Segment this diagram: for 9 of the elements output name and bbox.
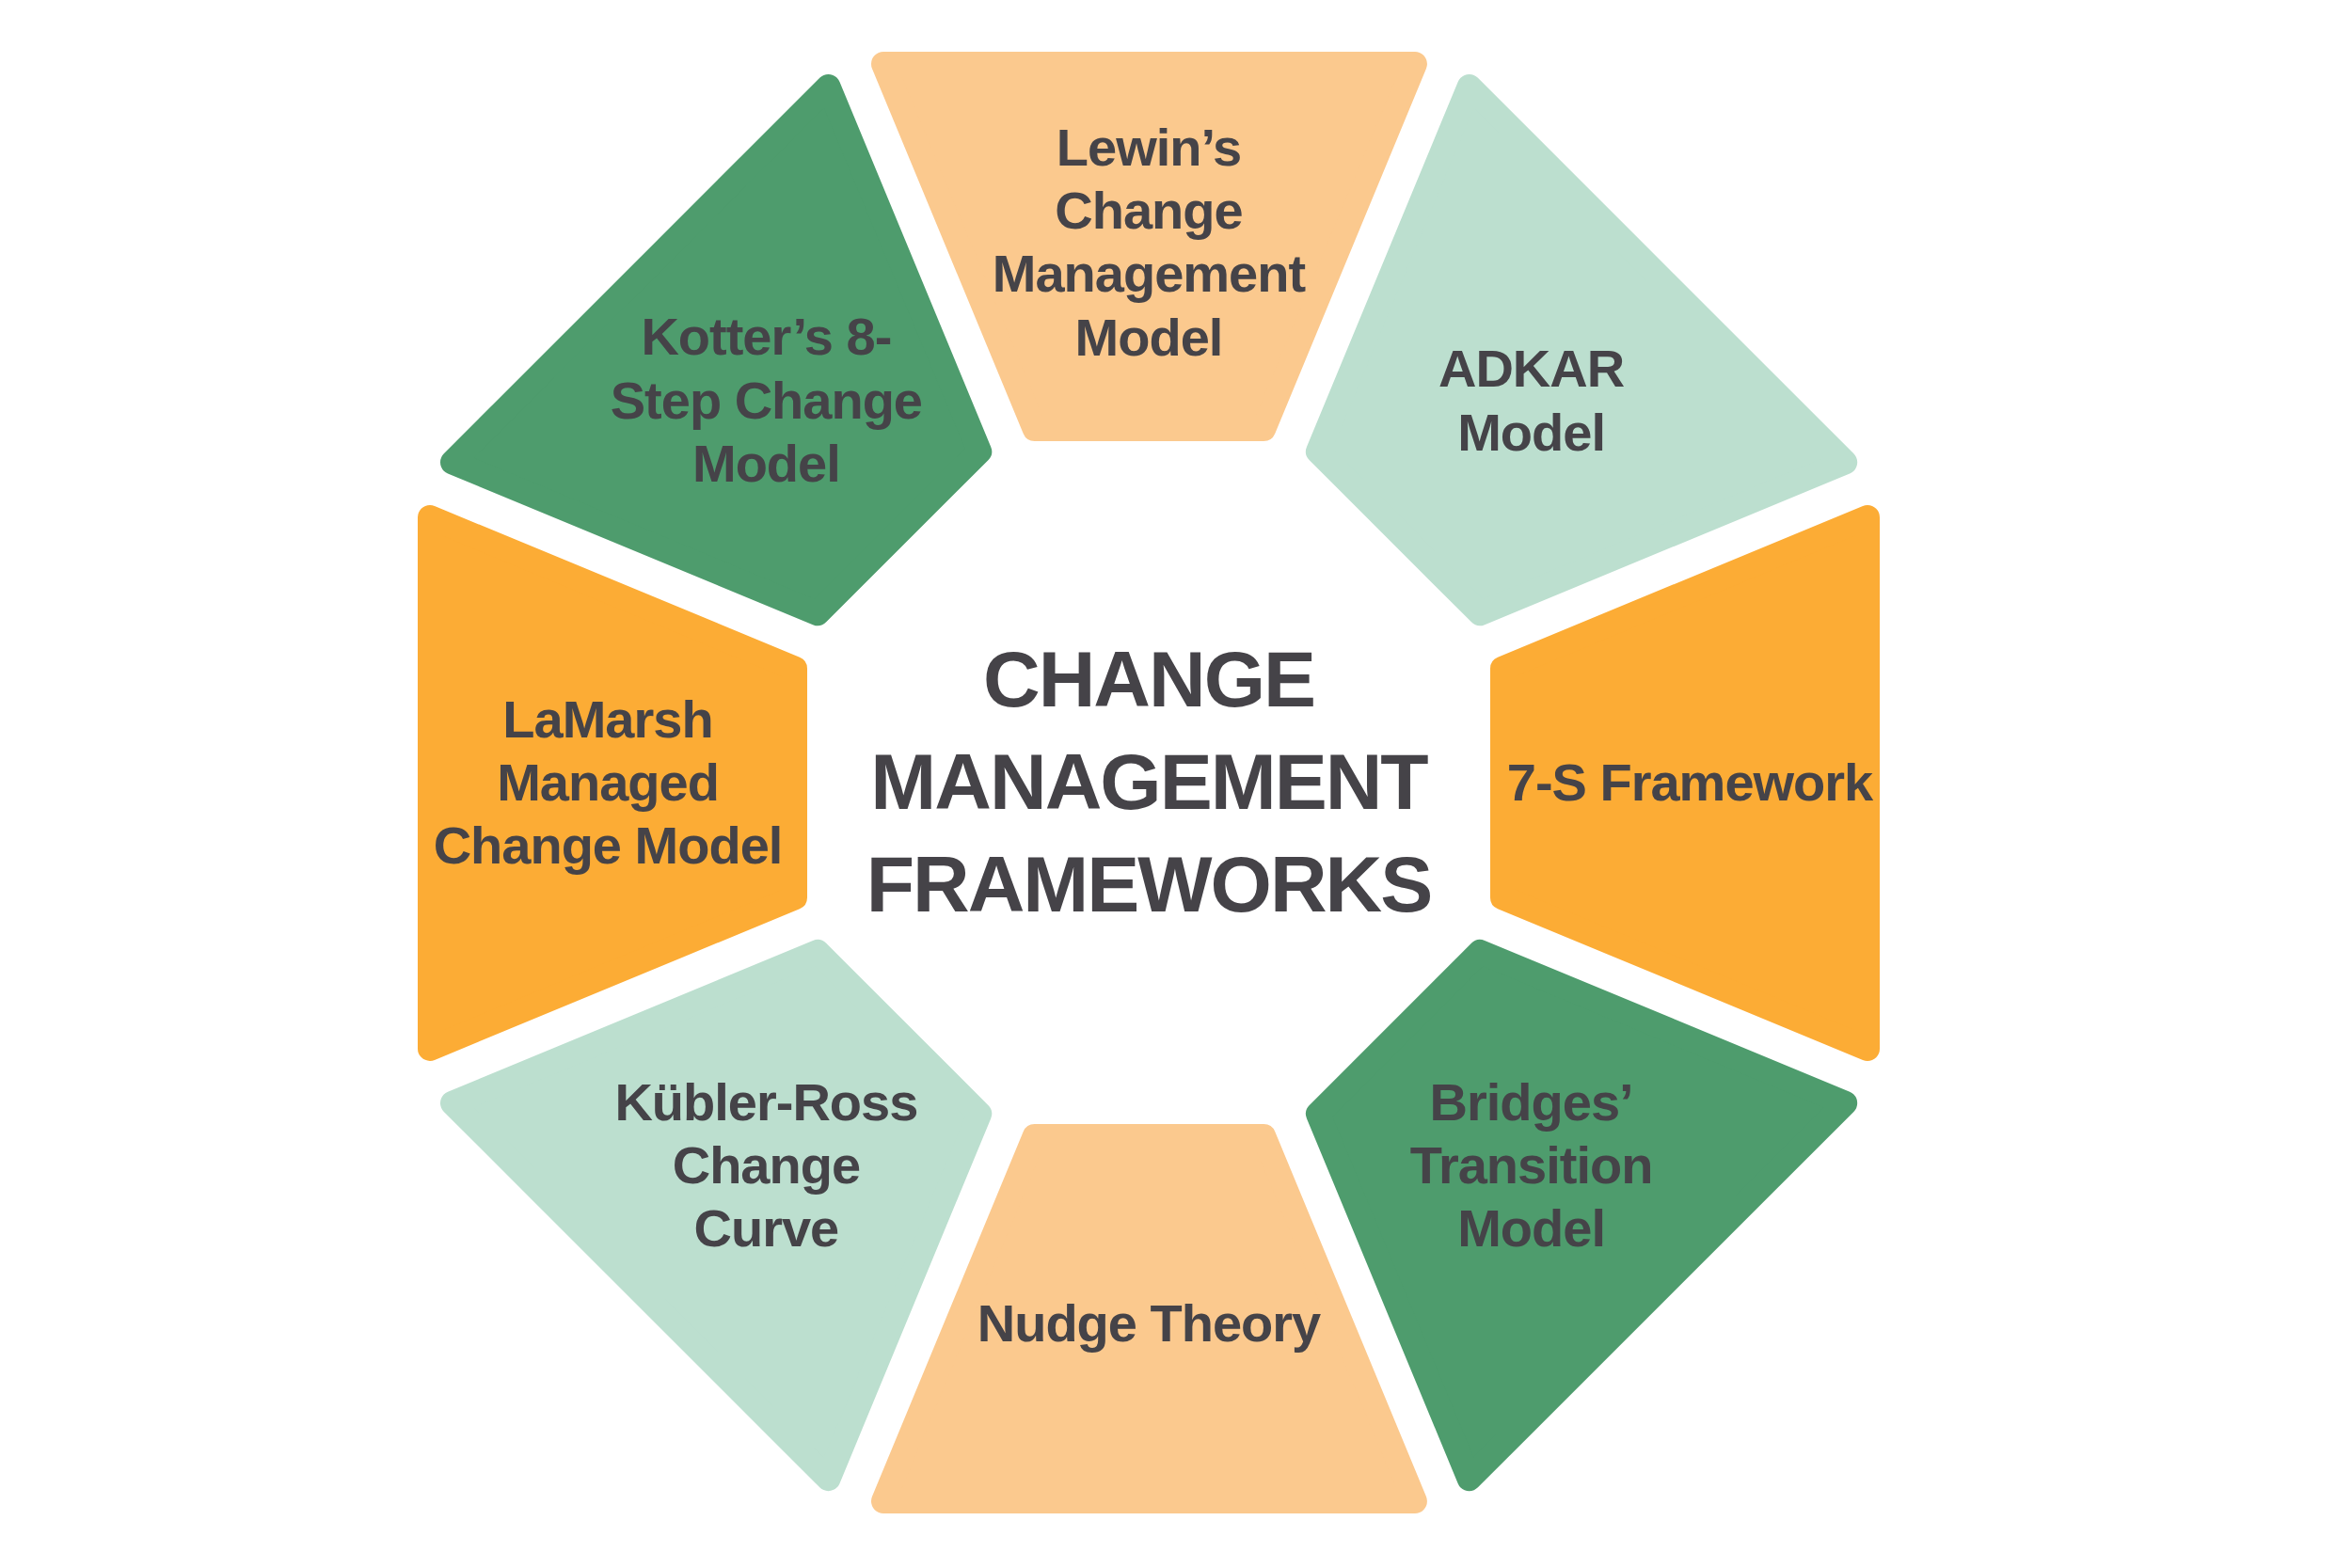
segment-label: Lewin’s Change Management Model xyxy=(991,116,1307,369)
segment-label: Bridges’ Transition Model xyxy=(1408,1070,1654,1260)
segment-label: Nudge Theory xyxy=(976,1292,1322,1355)
segment-label: Kotter’s 8-Step Change Model xyxy=(609,306,923,495)
segment-label: LaMarsh Managed Change Model xyxy=(432,689,784,878)
diagram-title: CHANGE MANAGEMENT FRAMEWORKS xyxy=(865,634,1433,931)
segment-label: ADKAR Model xyxy=(1437,338,1626,464)
segment-label: Kübler-Ross Change Curve xyxy=(613,1070,919,1260)
segment-label: 7-S Framework xyxy=(1505,752,1874,815)
